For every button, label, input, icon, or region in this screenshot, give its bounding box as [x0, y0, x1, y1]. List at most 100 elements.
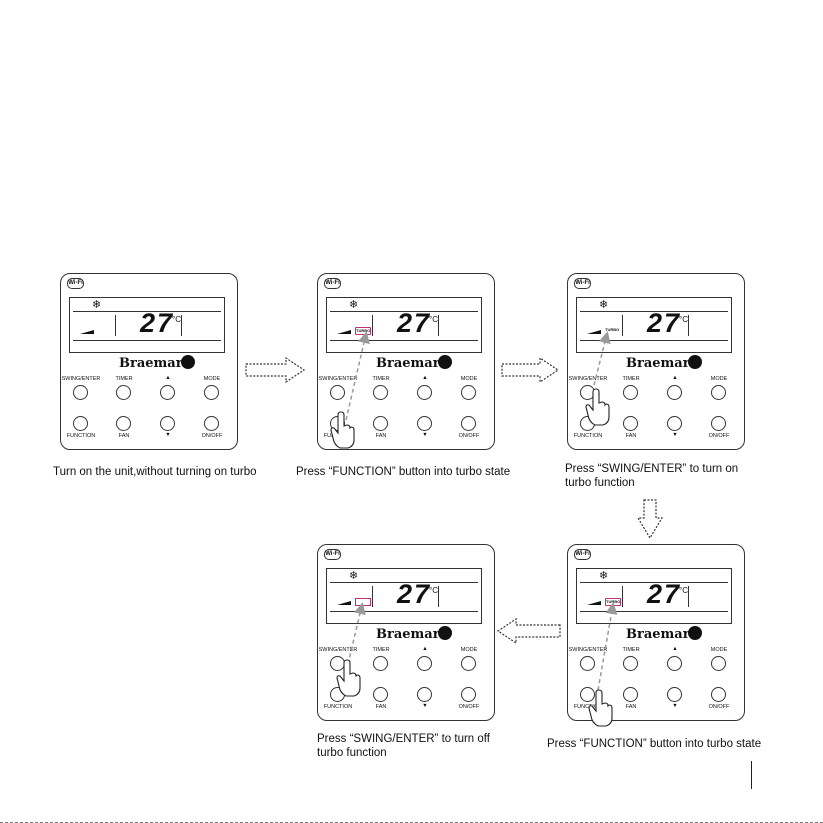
timer-button[interactable]	[373, 385, 388, 400]
temperature-unit: °C	[172, 315, 181, 324]
swing-enter-button[interactable]	[580, 656, 595, 671]
on-off-button[interactable]	[461, 416, 476, 431]
timer-button[interactable]	[623, 656, 638, 671]
down-button[interactable]	[417, 416, 432, 431]
wifi-badge: Wi-Fi	[574, 278, 591, 289]
swing-enter-label: SWING/ENTER	[568, 376, 608, 382]
indicator-dot	[688, 355, 702, 369]
lcd-divider	[330, 311, 478, 312]
fan-label: FAN	[625, 433, 637, 439]
on-off-label: ON/OFF	[458, 433, 480, 439]
up-button[interactable]	[667, 385, 682, 400]
down-arrow-icon: ▼	[672, 432, 678, 438]
pointer-line	[593, 331, 611, 386]
fan-label: FAN	[625, 704, 637, 710]
mode-button[interactable]	[711, 385, 726, 400]
function-label: FUNCTION	[573, 433, 603, 439]
indicator-dot	[438, 626, 452, 640]
on-off-label: ON/OFF	[708, 704, 730, 710]
fan-button[interactable]	[116, 416, 131, 431]
hand-pointer-icon	[588, 689, 613, 727]
function-button[interactable]	[73, 416, 88, 431]
caption-line: Turn on the unit,without turning on turb…	[53, 466, 257, 478]
fan-label: FAN	[118, 433, 130, 439]
page-bottom-rule	[0, 819, 823, 823]
fan-button[interactable]	[373, 416, 388, 431]
lcd-divider	[688, 586, 689, 607]
swing-enter-label: SWING/ENTER	[318, 647, 358, 653]
function-label: FUNCTION	[323, 704, 353, 710]
timer-label: TIMER	[622, 376, 640, 382]
swing-enter-button[interactable]	[73, 385, 88, 400]
up-arrow-icon: ▲	[672, 646, 678, 652]
on-off-button[interactable]	[711, 687, 726, 702]
mode-button[interactable]	[204, 385, 219, 400]
down-button[interactable]	[160, 416, 175, 431]
lcd-divider	[330, 611, 478, 612]
controller-panel-1: Wi-Fi ❄ 27 °C Braemar SWING/ENTER TIMER …	[60, 273, 238, 450]
up-button[interactable]	[160, 385, 175, 400]
fan-speed-icon	[337, 330, 351, 334]
lcd-divider	[688, 315, 689, 336]
hand-pointer-icon	[336, 659, 361, 697]
up-button[interactable]	[417, 656, 432, 671]
swing-enter-label: SWING/ENTER	[568, 647, 608, 653]
fan-button[interactable]	[373, 687, 388, 702]
brand-logo: Braemar	[119, 356, 183, 371]
down-button[interactable]	[667, 687, 682, 702]
lcd-divider	[622, 315, 623, 336]
caption-line: turbo function	[317, 747, 387, 759]
indicator-dot	[181, 355, 195, 369]
down-button[interactable]	[417, 687, 432, 702]
fan-speed-icon	[587, 330, 601, 334]
mode-button[interactable]	[461, 385, 476, 400]
swing-enter-button[interactable]	[330, 385, 345, 400]
on-off-button[interactable]	[711, 416, 726, 431]
fan-label: FAN	[375, 704, 387, 710]
caption-line: Press “FUNCTION” button into turbo state	[547, 738, 762, 750]
snowflake-icon: ❄	[349, 570, 359, 582]
lcd-display: ❄ 27 °C	[69, 297, 225, 353]
caption-line: Press “SWING/ENTER” to turn off	[317, 733, 490, 745]
timer-button[interactable]	[623, 385, 638, 400]
temperature-unit: °C	[679, 315, 688, 324]
on-off-label: ON/OFF	[458, 704, 480, 710]
snowflake-icon: ❄	[349, 299, 359, 311]
on-off-label: ON/OFF	[201, 433, 223, 439]
flow-arrow-right-1	[245, 356, 306, 384]
function-button[interactable]	[580, 687, 595, 702]
lcd-divider	[580, 611, 728, 612]
up-button[interactable]	[417, 385, 432, 400]
fan-button[interactable]	[623, 687, 638, 702]
temperature-readout: 27	[647, 579, 682, 609]
caption-step-3: Press “SWING/ENTER” to turn on turbo fun…	[565, 462, 738, 490]
wifi-badge: Wi-Fi	[67, 278, 84, 289]
lcd-divider	[580, 311, 728, 312]
lcd-divider	[372, 586, 373, 607]
up-button[interactable]	[667, 656, 682, 671]
pointer-line	[597, 602, 618, 691]
timer-button[interactable]	[373, 656, 388, 671]
brand-logo: Braemar	[626, 627, 690, 642]
lcd-divider	[580, 340, 728, 341]
on-off-button[interactable]	[204, 416, 219, 431]
lcd-divider	[330, 582, 478, 583]
timer-button[interactable]	[116, 385, 131, 400]
up-arrow-icon: ▲	[672, 375, 678, 381]
mode-button[interactable]	[711, 656, 726, 671]
caption-line: turbo function	[565, 477, 635, 489]
flow-arrow-down	[636, 499, 664, 540]
fan-speed-icon	[337, 601, 351, 605]
snowflake-icon: ❄	[599, 299, 609, 311]
on-off-button[interactable]	[461, 687, 476, 702]
down-button[interactable]	[667, 416, 682, 431]
timer-label: TIMER	[372, 376, 390, 382]
caption-step-2: Press “FUNCTION” button into turbo state	[296, 465, 510, 479]
lcd-display: ❄ TURBO 27 °C	[576, 297, 732, 353]
lcd-display: ❄ TURBO 27 °C	[326, 297, 482, 353]
mode-label: MODE	[203, 376, 221, 382]
fan-button[interactable]	[623, 416, 638, 431]
mode-button[interactable]	[461, 656, 476, 671]
swing-enter-label: SWING/ENTER	[61, 376, 101, 382]
temperature-unit: °C	[429, 315, 438, 324]
